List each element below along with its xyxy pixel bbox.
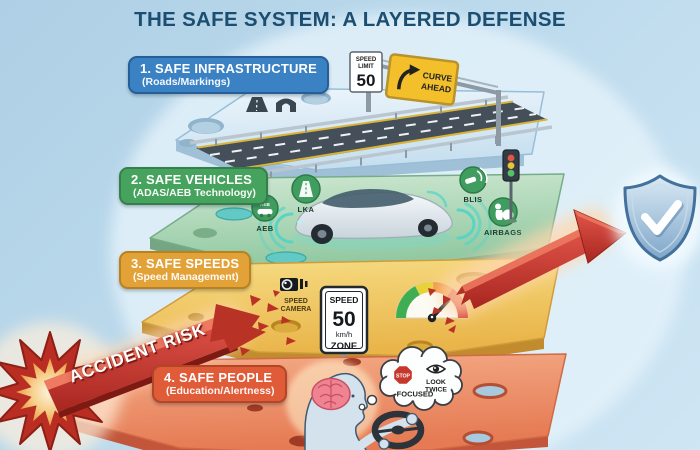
svg-text:ZONE: ZONE bbox=[331, 341, 357, 352]
layer2-title: 2. SAFE VEHICLES bbox=[131, 172, 252, 187]
curve-ahead-sign: CURVE AHEAD bbox=[384, 53, 460, 106]
pond bbox=[215, 207, 253, 221]
hand bbox=[378, 438, 390, 450]
brain-icon bbox=[311, 377, 351, 411]
driver-figure bbox=[304, 372, 425, 450]
svg-text:SPEED: SPEED bbox=[330, 295, 359, 305]
eye-icon bbox=[425, 364, 447, 374]
svg-text:AEB: AEB bbox=[260, 202, 270, 207]
car-windows bbox=[322, 189, 414, 208]
checkmark-icon bbox=[641, 200, 682, 235]
layer4-title: 4. SAFE PEOPLE bbox=[164, 370, 273, 385]
sensor-waves-icon bbox=[258, 190, 492, 256]
bridge-pictogram-icon bbox=[276, 98, 296, 112]
curve-sign-text: AHEAD bbox=[421, 81, 452, 95]
speed-camera-label: SPEED bbox=[284, 298, 308, 305]
label-safe-vehicles: 2. SAFE VEHICLES (ADAS/AEB Technology) bbox=[119, 167, 268, 205]
speed-limit-text: LIMIT bbox=[358, 64, 374, 70]
look-twice-text: LOOK bbox=[426, 379, 446, 386]
svg-text:50: 50 bbox=[332, 308, 355, 331]
svg-text:STOP: STOP bbox=[396, 374, 411, 380]
layer2-subtitle: (ADAS/AEB Technology) bbox=[133, 187, 256, 199]
cheese-hole bbox=[462, 430, 494, 446]
thought-bubble: STOP LOOK TWICE FOCUSED bbox=[358, 346, 463, 411]
blis-label: BLIS bbox=[463, 195, 482, 204]
speed-camera-label: CAMERA bbox=[281, 306, 312, 313]
focused-text: FOCUSED bbox=[397, 390, 434, 399]
aeb-label: AEB bbox=[256, 224, 273, 233]
road bbox=[196, 100, 548, 170]
speed-camera-icon bbox=[280, 278, 308, 291]
stop-sign-icon: STOP bbox=[393, 365, 414, 385]
arrow-fragments bbox=[240, 290, 296, 356]
traffic-light-icon bbox=[502, 149, 520, 223]
lane-marking bbox=[209, 107, 525, 156]
deflected-risk-arrow bbox=[428, 208, 627, 333]
svg-text:km/h: km/h bbox=[336, 330, 352, 339]
lka-label: LKA bbox=[298, 205, 315, 214]
steering-wheel-icon bbox=[371, 410, 425, 450]
car bbox=[295, 189, 453, 244]
curve-arrow-icon bbox=[409, 64, 421, 76]
safety-shield bbox=[614, 169, 700, 269]
airbags-label: AIRBAGS bbox=[484, 228, 522, 237]
road-pictogram-icon bbox=[246, 97, 268, 112]
layer3-subtitle: (Speed Management) bbox=[133, 271, 239, 283]
lane-marking bbox=[224, 113, 537, 163]
layer1-title: 1. SAFE INFRASTRUCTURE bbox=[140, 61, 318, 76]
speed-limit-sign: SPEED LIMIT 50 bbox=[349, 51, 383, 93]
look-twice-text: TWICE bbox=[425, 387, 447, 394]
arrow-fragments bbox=[428, 288, 456, 333]
cheese-hole bbox=[472, 383, 508, 399]
layer4-subtitle: (Education/Alertness) bbox=[166, 385, 275, 397]
layer3-title: 3. SAFE SPEEDS bbox=[131, 256, 240, 271]
layer-infrastructure-slab: SPEED LIMIT 50 CURVE AHEAD bbox=[175, 51, 553, 181]
hand bbox=[405, 412, 419, 426]
curve-sign-text: CURVE bbox=[422, 70, 453, 84]
speed-zone-sign: SPEED 50 km/h ZONE bbox=[319, 285, 369, 360]
layer1-subtitle: (Roads/Markings) bbox=[142, 76, 231, 88]
cheese-hole bbox=[193, 228, 217, 238]
broken-arrowhead bbox=[210, 304, 266, 352]
risk-arrow-shaft bbox=[44, 315, 236, 412]
lka-icon bbox=[291, 174, 321, 204]
cheese-hole bbox=[247, 404, 263, 412]
label-safe-speeds: 3. SAFE SPEEDS (Speed Management) bbox=[119, 251, 252, 289]
label-safe-infrastructure: 1. SAFE INFRASTRUCTURE (Roads/Markings) bbox=[128, 56, 330, 94]
blis-icon bbox=[459, 166, 488, 194]
speed-limit-value: 50 bbox=[357, 71, 376, 90]
speed-limit-text: SPEED bbox=[356, 57, 377, 63]
accident-risk-arrow bbox=[0, 290, 296, 450]
page-title: THE SAFE SYSTEM: A LAYERED DEFENSE bbox=[134, 8, 566, 31]
label-safe-people: 4. SAFE PEOPLE (Education/Alertness) bbox=[152, 365, 287, 403]
